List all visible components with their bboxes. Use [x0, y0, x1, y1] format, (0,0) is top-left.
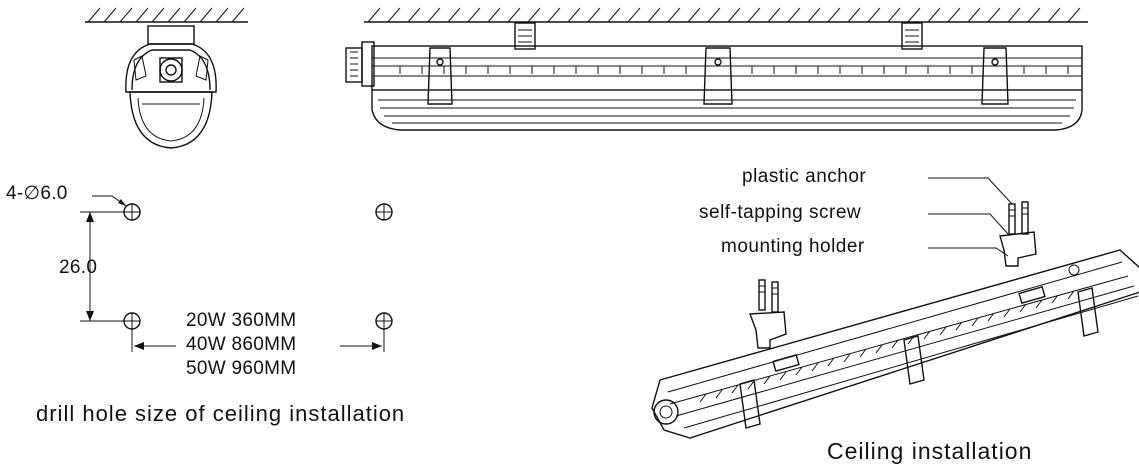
callout-mounting-holder: mounting holder [721, 236, 865, 257]
drill-hole-bottom-left [123, 312, 141, 330]
mounting-holder-lower [749, 279, 787, 349]
ceiling-installation-perspective [651, 177, 1139, 439]
spacing-label-20w: 20W 360MM [186, 310, 297, 331]
drill-hole-caption: drill hole size of ceiling installation [36, 401, 406, 426]
callout-plastic-anchor: plastic anchor [742, 166, 867, 187]
callout-self-tapping-screw: self-tapping screw [699, 202, 862, 223]
fixture-end-view [125, 25, 217, 149]
vertical-dimension-label: 26.0 [59, 257, 98, 278]
mounting-holder-upper [999, 201, 1037, 267]
drill-hole-bottom-right [375, 312, 393, 330]
ceiling-hatch-side-view [364, 7, 1088, 23]
hole-spec-label: 4-∅6.0 [6, 183, 68, 204]
fixture-side-view [345, 22, 1083, 131]
spacing-label-50w: 50W 960MM [186, 358, 297, 379]
ceiling-hatch-end-view [85, 7, 248, 23]
spacing-label-40w: 40W 860MM [186, 334, 297, 355]
drill-hole-top-left [123, 203, 141, 221]
drill-hole-pattern [80, 195, 393, 352]
drill-hole-top-right [375, 203, 393, 221]
ceiling-installation-caption: Ceiling installation [827, 438, 1033, 464]
